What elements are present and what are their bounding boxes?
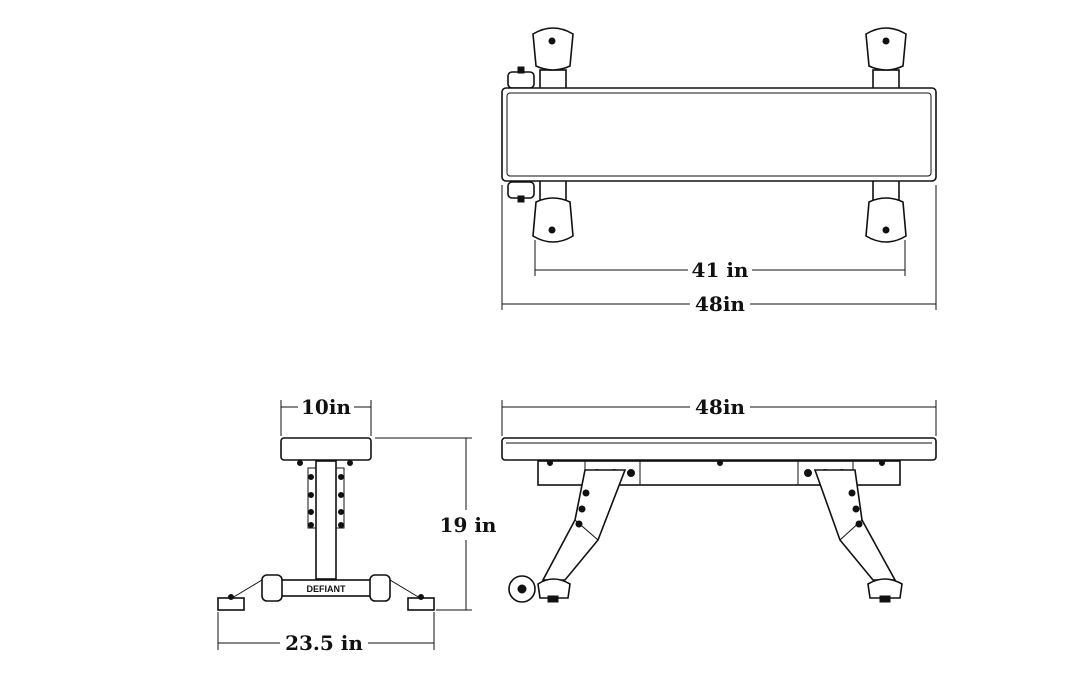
- leg-foot-top-left: [532, 27, 574, 91]
- top-view: 41 in 48in: [501, 27, 937, 316]
- wheel-bottom-left: [507, 181, 535, 203]
- seat-pad-end: [280, 437, 372, 461]
- dimension-48in-top: [501, 185, 937, 310]
- dimension-48in-side: [501, 400, 937, 436]
- side-view: 48in: [501, 395, 937, 603]
- leg-foot-top-right: [865, 27, 907, 91]
- leg-right-side: [813, 469, 903, 603]
- base-logo: DEFIANT: [307, 584, 346, 594]
- seat-pad-side: [501, 437, 937, 461]
- dimension-10in: [280, 400, 372, 436]
- dimension-label-10in: 10in: [301, 395, 351, 419]
- dimension-label-41in: 41 in: [692, 258, 749, 282]
- upright-post: [307, 460, 345, 580]
- end-view: 10in DEFIANT: [217, 395, 497, 655]
- dimension-label-48in-side: 48in: [695, 395, 745, 419]
- leg-foot-bottom-left: [532, 179, 574, 243]
- leg-foot-bottom-right: [865, 179, 907, 243]
- dimension-23-5in: [217, 612, 435, 650]
- dimension-label-23-5in: 23.5 in: [285, 631, 363, 655]
- dimension-label-19in: 19 in: [440, 513, 497, 537]
- leg-left-side: [537, 469, 627, 603]
- dimension-19in: [375, 437, 472, 611]
- dimension-41in: [534, 240, 906, 276]
- seat-pad-top: [501, 87, 937, 182]
- wheel-top-left: [507, 66, 535, 89]
- wheel-side: [508, 575, 536, 603]
- dimension-label-48in-top: 48in: [695, 292, 745, 316]
- base-end: DEFIANT: [217, 574, 435, 611]
